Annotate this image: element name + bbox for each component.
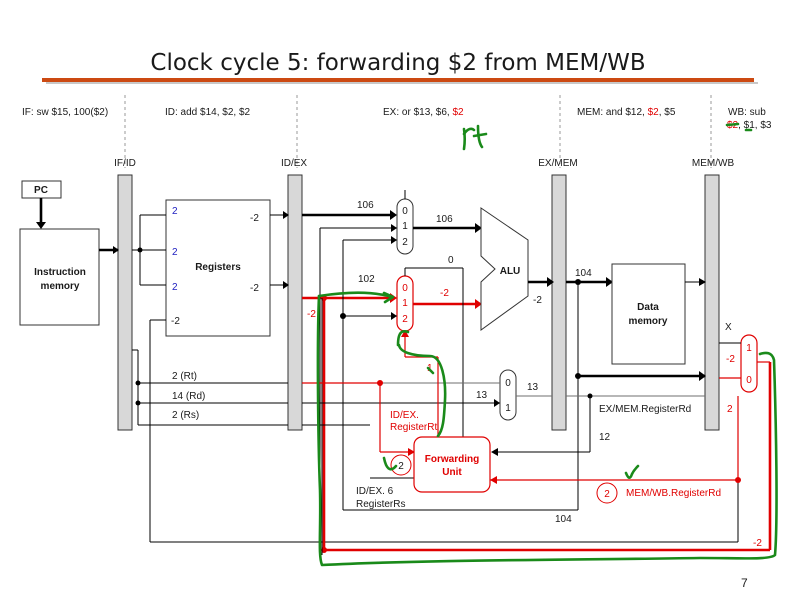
ifid-register bbox=[117, 174, 133, 431]
svg-text:1: 1 bbox=[505, 403, 511, 414]
svg-text:ALU: ALU bbox=[500, 266, 521, 277]
memwb-label: MEM/WB bbox=[692, 158, 735, 169]
stage-if-label: IF: sw $15, 100($2) bbox=[22, 107, 108, 118]
svg-text:2: 2 bbox=[727, 404, 733, 415]
svg-text:-2: -2 bbox=[533, 295, 542, 306]
svg-text:EX/MEM.RegisterRd: EX/MEM.RegisterRd bbox=[599, 404, 691, 415]
ifid-label: IF/ID bbox=[114, 158, 136, 169]
stage-id-label: ID: add $14, $2, $2 bbox=[165, 107, 251, 118]
idex-label: ID/EX bbox=[281, 158, 307, 169]
svg-text:-2: -2 bbox=[250, 283, 259, 294]
svg-text:0: 0 bbox=[505, 378, 511, 389]
svg-text:RegisterRs: RegisterRs bbox=[356, 499, 405, 510]
svg-text:2: 2 bbox=[604, 489, 610, 500]
data-memory bbox=[611, 263, 686, 365]
svg-text:Unit: Unit bbox=[442, 467, 462, 478]
writeback-mux bbox=[740, 334, 758, 393]
register-file bbox=[165, 199, 271, 337]
slide-title: Clock cycle 5: forwarding $2 from MEM/WB bbox=[150, 50, 645, 76]
svg-text:-2: -2 bbox=[753, 538, 762, 549]
svg-text:14 (Rd): 14 (Rd) bbox=[172, 391, 205, 402]
exmem-register bbox=[551, 174, 567, 431]
svg-text:X: X bbox=[725, 322, 732, 333]
dest-register-mux bbox=[499, 369, 517, 421]
rd-value-circle bbox=[596, 482, 618, 504]
svg-text:Data: Data bbox=[637, 302, 659, 313]
handwritten-annotations bbox=[316, 122, 778, 567]
forwarding-unit bbox=[413, 436, 491, 493]
svg-text:104: 104 bbox=[555, 514, 572, 525]
svg-text:ID/EX.: ID/EX. bbox=[390, 410, 419, 421]
svg-text:102: 102 bbox=[358, 274, 375, 285]
svg-text:-2: -2 bbox=[307, 309, 316, 320]
svg-text:0: 0 bbox=[402, 206, 408, 217]
svg-text:-2: -2 bbox=[250, 213, 259, 224]
svg-text:2: 2 bbox=[402, 314, 408, 325]
svg-text:Instruction: Instruction bbox=[34, 267, 86, 278]
stage-mem-label: MEM: and $12, $2, $5 bbox=[577, 107, 676, 118]
svg-text:2: 2 bbox=[402, 237, 408, 248]
svg-text:0: 0 bbox=[448, 255, 454, 266]
svg-text:106: 106 bbox=[357, 200, 374, 211]
stage-separators bbox=[124, 95, 712, 168]
idex-register bbox=[287, 174, 303, 431]
stage-wb-label: WB: sub bbox=[728, 107, 766, 118]
svg-text:2 (Rt): 2 (Rt) bbox=[172, 371, 197, 382]
memwb-register bbox=[704, 174, 720, 431]
pc-label: PC bbox=[34, 185, 48, 196]
svg-text:-2: -2 bbox=[171, 316, 180, 327]
svg-text:106: 106 bbox=[436, 214, 453, 225]
svg-text:memory: memory bbox=[41, 281, 80, 292]
svg-text:2: 2 bbox=[398, 461, 404, 472]
svg-text:Forwarding: Forwarding bbox=[425, 454, 479, 465]
svg-text:2 (Rs): 2 (Rs) bbox=[172, 410, 199, 421]
svg-text:1: 1 bbox=[746, 343, 752, 354]
svg-text:13: 13 bbox=[476, 390, 488, 401]
title-rule bbox=[42, 78, 754, 82]
svg-text:memory: memory bbox=[629, 316, 668, 327]
svg-text:13: 13 bbox=[527, 382, 539, 393]
svg-text:2: 2 bbox=[172, 206, 178, 217]
svg-text:2: 2 bbox=[172, 282, 178, 293]
svg-text:ID/EX. 6: ID/EX. 6 bbox=[356, 486, 394, 497]
page-number: 7 bbox=[741, 576, 748, 590]
rt-value-circle bbox=[390, 454, 412, 476]
svg-text:12: 12 bbox=[599, 432, 611, 443]
stage-ex-label: EX: or $13, $6, $2 bbox=[383, 107, 464, 118]
svg-text:-2: -2 bbox=[726, 354, 735, 365]
alu bbox=[480, 207, 529, 331]
svg-text:MEM/WB.RegisterRd: MEM/WB.RegisterRd bbox=[626, 488, 721, 499]
svg-text:-2: -2 bbox=[440, 288, 449, 299]
svg-text:0: 0 bbox=[746, 375, 752, 386]
exmem-label: EX/MEM bbox=[538, 158, 577, 169]
svg-text:1: 1 bbox=[402, 298, 408, 309]
svg-text:0: 0 bbox=[402, 283, 408, 294]
svg-text:1: 1 bbox=[402, 221, 408, 232]
svg-text:104: 104 bbox=[575, 268, 592, 279]
svg-text:RegisterRt: RegisterRt bbox=[390, 422, 437, 433]
svg-text:Registers: Registers bbox=[195, 262, 241, 273]
instruction-memory bbox=[19, 228, 100, 326]
svg-text:2: 2 bbox=[172, 247, 178, 258]
